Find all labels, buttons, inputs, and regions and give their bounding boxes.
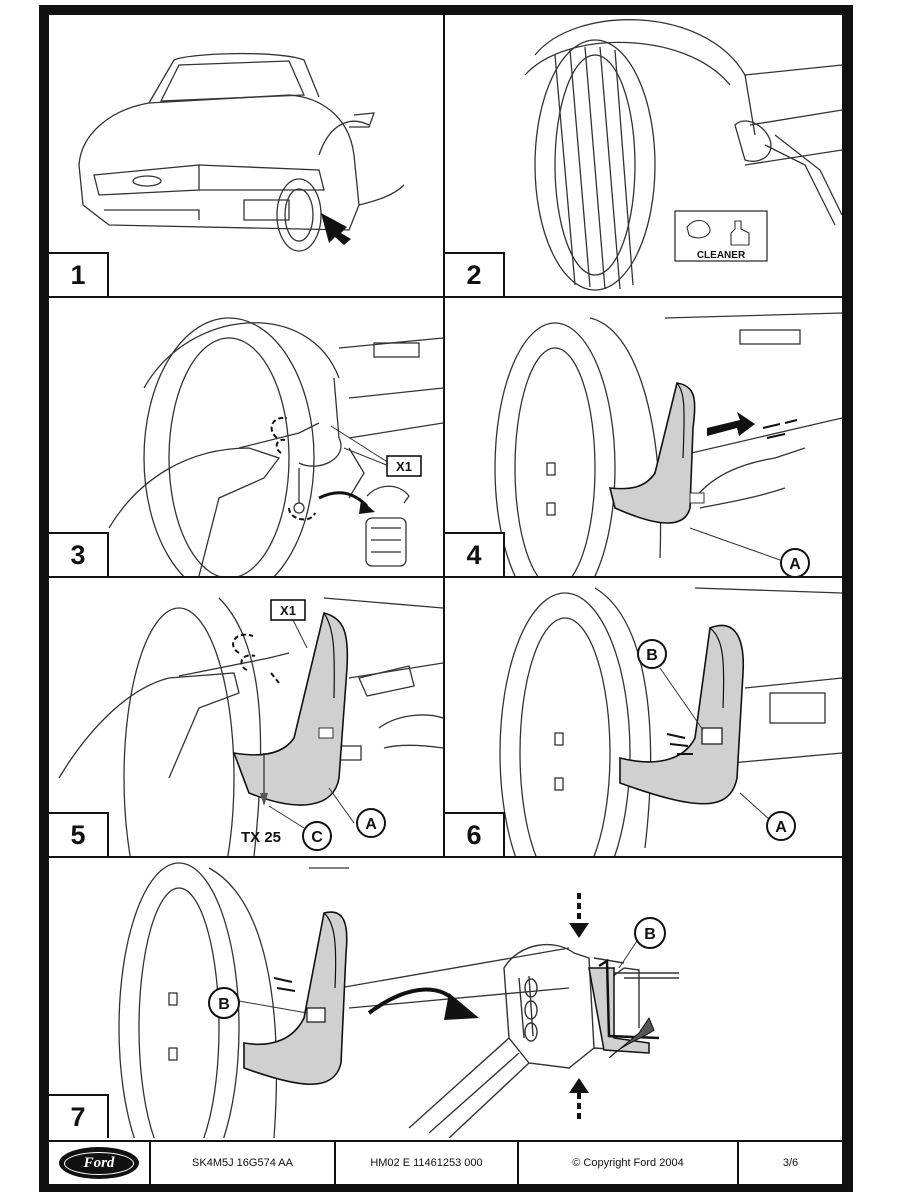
ford-logo: Ford (59, 1147, 139, 1179)
callout-x1: X1 (280, 603, 296, 618)
step-number-7: 7 (49, 1094, 109, 1138)
divider-horizontal-2 (49, 576, 842, 578)
cleaner-label: CLEANER (697, 250, 746, 261)
callout-x1: X1 (396, 459, 412, 474)
step-panel-1: 1 (49, 15, 443, 296)
clip-b (701, 727, 723, 745)
step-panel-5: X1 TX 25 C A 5 (49, 578, 443, 856)
step-number-4: 4 (445, 532, 505, 576)
mudflap-clip-illustration: B A (499, 587, 842, 856)
divider-horizontal-3 (49, 856, 842, 858)
mudflap (243, 911, 348, 1086)
step-panel-3: X1 3 (49, 298, 443, 576)
instruction-sheet: 1 C (39, 5, 853, 1192)
footer-logo-cell: Ford (49, 1142, 151, 1184)
step-number-2: 2 (445, 252, 505, 296)
callout-b-left: B (218, 996, 230, 1013)
divider-horizontal-1 (49, 296, 842, 298)
mudflap-a (619, 624, 745, 805)
footer-doc-number: HM02 E 11461253 000 (336, 1142, 519, 1184)
step-number-5: 5 (49, 812, 109, 856)
pliers-crimp-illustration: B (118, 862, 679, 1138)
mudflap-screw-fitting-illustration: X1 TX 25 C A (58, 597, 443, 856)
wheel-arch-cleaning-illustration: CLEANER (524, 19, 842, 291)
step-panel-6: B A 6 (445, 578, 842, 856)
mudflap-a (232, 612, 349, 806)
divider-vertical-top (443, 15, 445, 856)
sheet-inner: 1 C (49, 15, 842, 1184)
footer-part-number: SK4M5J 16G574 AA (151, 1142, 336, 1184)
screw-label: TX 25 (241, 829, 281, 846)
callout-b: B (646, 647, 658, 664)
callout-a: A (789, 556, 801, 573)
step-number-1: 1 (49, 252, 109, 296)
footer-bar: Ford SK4M5J 16G574 AA HM02 E 11461253 00… (49, 1140, 842, 1184)
callout-c: C (311, 829, 323, 846)
callout-a: A (775, 819, 787, 836)
step-panel-7: B (49, 858, 842, 1138)
mudflap-a (608, 382, 696, 524)
footer-page-number: 3/6 (782, 1157, 799, 1169)
callout-b-right: B (644, 926, 656, 943)
clip-b (306, 1007, 326, 1023)
ford-logo-text: Ford (64, 1151, 134, 1175)
step-panel-4: A 4 (445, 298, 842, 576)
step-number-3: 3 (49, 532, 109, 576)
footer-copyright: © Copyright Ford 2004 (519, 1142, 739, 1184)
step-number-6: 6 (445, 812, 505, 856)
callout-a: A (365, 816, 377, 833)
mudflap-positioning-illustration: A (494, 312, 842, 576)
step-panel-2: CLEANER 2 (445, 15, 842, 296)
screw-removal-illustration: X1 (108, 317, 443, 576)
car-front-illustration (78, 52, 405, 252)
